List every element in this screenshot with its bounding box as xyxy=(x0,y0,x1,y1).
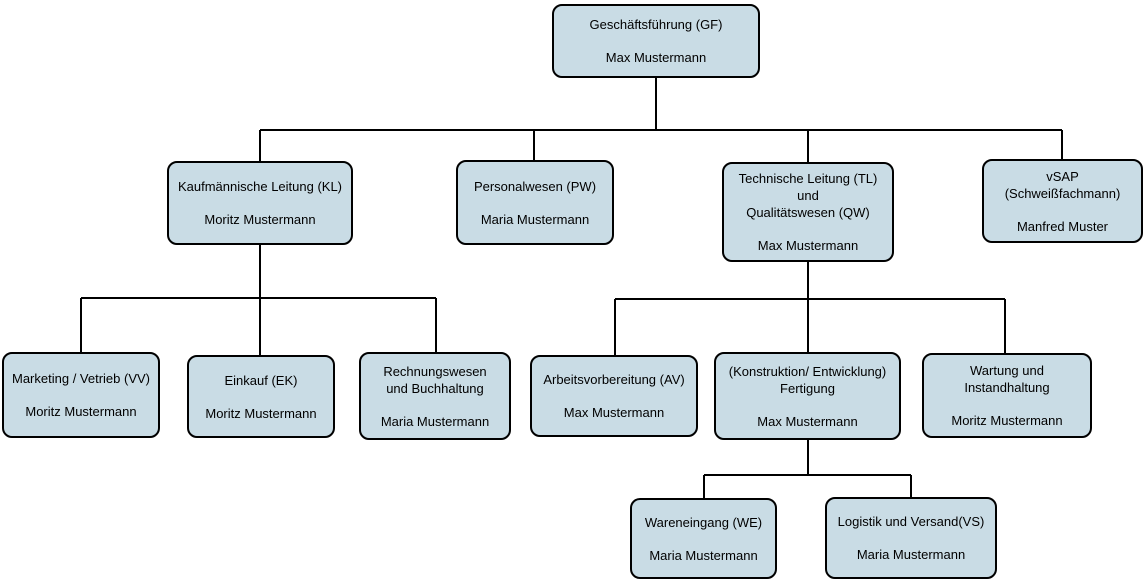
node-person: Max Mustermann xyxy=(563,405,665,420)
node-person: Maria Mustermann xyxy=(380,413,490,429)
node-title: Wartung und Instandhaltung xyxy=(964,362,1049,396)
node-title: (Konstruktion/ Entwicklung) Fertigung xyxy=(729,363,887,397)
org-node-vsap: vSAP (Schweißfachmann) Manfred Muster xyxy=(982,159,1143,243)
node-title: Technische Leitung (TL) und Qualitätswes… xyxy=(739,170,878,221)
node-title: Personalwesen (PW) xyxy=(474,178,596,195)
node-title-line: Rechnungswesen xyxy=(383,363,487,379)
node-title-line: vSAP xyxy=(1046,168,1079,184)
node-title: Geschäftsführung (GF) xyxy=(590,16,723,33)
org-node-wareneingang: Wareneingang (WE) Maria Mustermann xyxy=(630,498,777,579)
org-node-wartung-instandhaltung: Wartung und Instandhaltung Moritz Muster… xyxy=(922,353,1092,438)
org-node-geschaeftsfuehrung: Geschäftsführung (GF) Max Mustermann xyxy=(552,4,760,78)
node-title-line: Instandhaltung xyxy=(964,380,1050,395)
node-title-line: Qualitätswesen (QW) xyxy=(746,205,870,220)
node-person: Maria Mustermann xyxy=(480,211,590,227)
node-title-line: Fertigung xyxy=(780,380,835,396)
node-person: Max Mustermann xyxy=(757,238,859,253)
node-title-line: Kaufmännische Leitung (KL) xyxy=(177,179,343,194)
node-title: Rechnungswesen und Buchhaltung xyxy=(383,363,486,397)
node-title-line: und Buchhaltung xyxy=(386,380,484,396)
org-node-konstruktion-fertigung: (Konstruktion/ Entwicklung) Fertigung Ma… xyxy=(714,352,901,440)
connector-path xyxy=(80,78,1063,499)
node-title-line: Technische Leitung (TL) xyxy=(738,171,878,186)
node-title-line: Logistik und Versand(VS) xyxy=(837,514,985,529)
node-title-line: (Konstruktion/ Entwicklung) xyxy=(728,363,887,379)
node-person: Manfred Muster xyxy=(1016,218,1109,234)
node-title: Arbeitsvorbereitung (AV) xyxy=(543,371,684,388)
org-node-kaufmaennische-leitung: Kaufmännische Leitung (KL) Moritz Muster… xyxy=(167,161,353,245)
node-person: Max Mustermann xyxy=(605,50,707,65)
node-title-line: und xyxy=(797,188,819,203)
node-title-line: Geschäftsführung (GF) xyxy=(589,17,723,32)
node-title-line: Personalwesen (PW) xyxy=(473,178,597,194)
node-person: Maria Mustermann xyxy=(649,547,758,563)
node-title: Marketing / Vetrieb (VV) xyxy=(12,370,150,387)
org-node-arbeitsvorbereitung: Arbeitsvorbereitung (AV) Max Mustermann xyxy=(530,355,698,437)
org-node-einkauf: Einkauf (EK) Moritz Mustermann xyxy=(187,355,335,438)
node-title-line: Arbeitsvorbereitung (AV) xyxy=(543,372,685,387)
org-node-logistik-versand: Logistik und Versand(VS) Maria Musterman… xyxy=(825,497,997,579)
node-title: Logistik und Versand(VS) xyxy=(838,513,985,530)
node-title: Einkauf (EK) xyxy=(225,372,298,389)
org-node-technische-leitung: Technische Leitung (TL) und Qualitätswes… xyxy=(722,162,894,262)
node-title-line: (Schweißfachmann) xyxy=(1004,185,1121,201)
node-person: Moritz Mustermann xyxy=(205,405,317,421)
org-node-rechnungswesen: Rechnungswesen und Buchhaltung Maria Mus… xyxy=(359,352,511,440)
org-node-marketing-vertrieb: Marketing / Vetrieb (VV) Moritz Musterma… xyxy=(2,352,160,438)
node-person: Max Mustermann xyxy=(757,413,858,429)
node-person: Moritz Mustermann xyxy=(25,404,137,419)
node-title: Wareneingang (WE) xyxy=(645,514,762,531)
node-title: vSAP (Schweißfachmann) xyxy=(1005,168,1121,202)
node-person: Maria Mustermann xyxy=(856,547,966,562)
org-node-personalwesen: Personalwesen (PW) Maria Mustermann xyxy=(456,160,614,245)
node-title-line: Einkauf (EK) xyxy=(224,372,298,388)
node-person: Moritz Mustermann xyxy=(951,413,1063,428)
node-title-line: Marketing / Vetrieb (VV) xyxy=(12,371,150,386)
node-person: Moritz Mustermann xyxy=(204,212,316,227)
node-title: Kaufmännische Leitung (KL) xyxy=(178,178,342,195)
node-title-line: Wartung und xyxy=(970,363,1044,378)
node-title-line: Wareneingang (WE) xyxy=(644,514,763,530)
